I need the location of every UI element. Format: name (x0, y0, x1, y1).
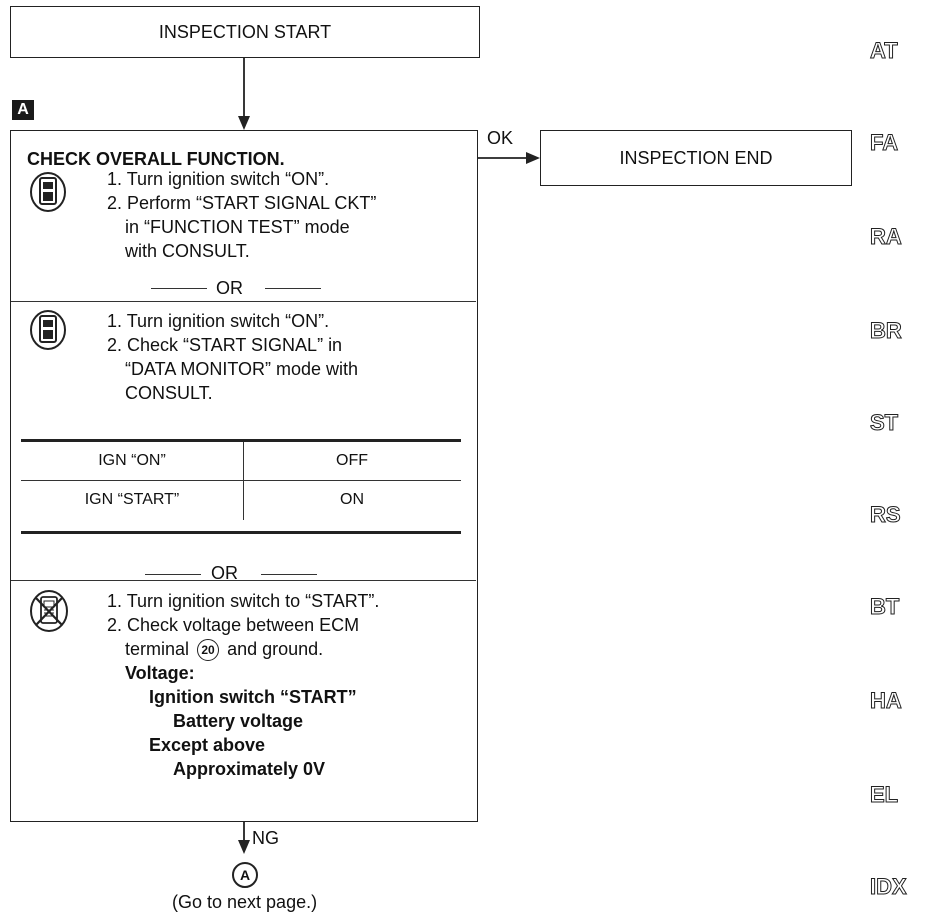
side-tab-at[interactable]: AT (870, 38, 899, 64)
side-tab-ha[interactable]: HA (870, 688, 903, 714)
voltage-check-step2-line2: terminal 20 and ground. (125, 637, 324, 662)
voltage-value-1: Battery voltage (173, 711, 304, 731)
side-tab-idx[interactable]: IDX (870, 874, 908, 900)
no-consult-icon (30, 590, 68, 632)
or-divider-2: OR (11, 563, 476, 587)
voltage-value-2: Approximately 0V (173, 759, 326, 779)
consult-tester-icon (30, 172, 66, 212)
table-row: IGN “ON” OFF (21, 442, 461, 481)
voltage-condition-2: Except above (149, 735, 266, 755)
ground-text: and ground. (227, 639, 324, 659)
voltage-check-step2-line1: 2. Check voltage between ECM (107, 615, 360, 635)
next-page-note: (Go to next page.) (172, 892, 318, 912)
connector-a: A (232, 862, 258, 888)
table-cell-value: OFF (336, 452, 368, 469)
or-label-1: OR (216, 278, 243, 298)
table-cell-condition: IGN “ON” (98, 452, 166, 469)
or-divider-1: OR (11, 276, 476, 302)
table-cell-value: ON (340, 491, 364, 508)
inspection-start-box: INSPECTION START (10, 6, 480, 58)
consult-test-step1: 1. Turn ignition switch “ON”. (107, 169, 330, 189)
consult-monitor-step2-line2: “DATA MONITOR” mode with (125, 359, 359, 379)
consult-test-step2-line3: with CONSULT. (125, 241, 250, 261)
side-tab-ra[interactable]: RA (870, 224, 903, 250)
side-tab-bt[interactable]: BT (870, 594, 900, 620)
inspection-end-box: INSPECTION END (540, 130, 852, 186)
step-marker-a: A (12, 100, 34, 120)
table-cell-condition: IGN “START” (84, 491, 180, 508)
side-tab-rs[interactable]: RS (870, 502, 902, 528)
side-tab-el[interactable]: EL (870, 782, 899, 808)
or-label-2: OR (211, 563, 238, 583)
side-tab-br[interactable]: BR (870, 318, 903, 344)
table-row: IGN “START” ON (21, 481, 461, 519)
inspection-end-label: INSPECTION END (619, 148, 773, 168)
voltage-condition-1: Ignition switch “START” (149, 687, 357, 707)
check-overall-function-box: CHECK OVERALL FUNCTION. 1. Turn ignition… (10, 130, 478, 822)
side-tab-fa[interactable]: FA (870, 130, 899, 156)
consult-test-step2-line1: 2. Perform “START SIGNAL CKT” (107, 193, 377, 213)
inspection-start-label: INSPECTION START (158, 22, 332, 42)
side-tab-st[interactable]: ST (870, 410, 899, 436)
consult-tester-icon (30, 310, 66, 350)
voltage-check-step1: 1. Turn ignition switch to “START”. (107, 591, 380, 611)
check-title: CHECK OVERALL FUNCTION. (27, 149, 285, 169)
data-monitor-table: IGN “ON” OFF IGN “START” ON (11, 439, 476, 539)
voltage-label: Voltage: (125, 663, 195, 683)
consult-monitor-step2-line3: CONSULT. (125, 383, 213, 403)
terminal-text: terminal (125, 639, 190, 659)
ok-label: OK (487, 128, 514, 148)
consult-test-step2-line2: in “FUNCTION TEST” mode (125, 217, 350, 237)
consult-monitor-step1: 1. Turn ignition switch “ON”. (107, 311, 330, 331)
ng-label: NG (252, 828, 279, 848)
consult-monitor-step2-line1: 2. Check “START SIGNAL” in (107, 335, 343, 355)
terminal-number-badge: 20 (197, 639, 220, 662)
